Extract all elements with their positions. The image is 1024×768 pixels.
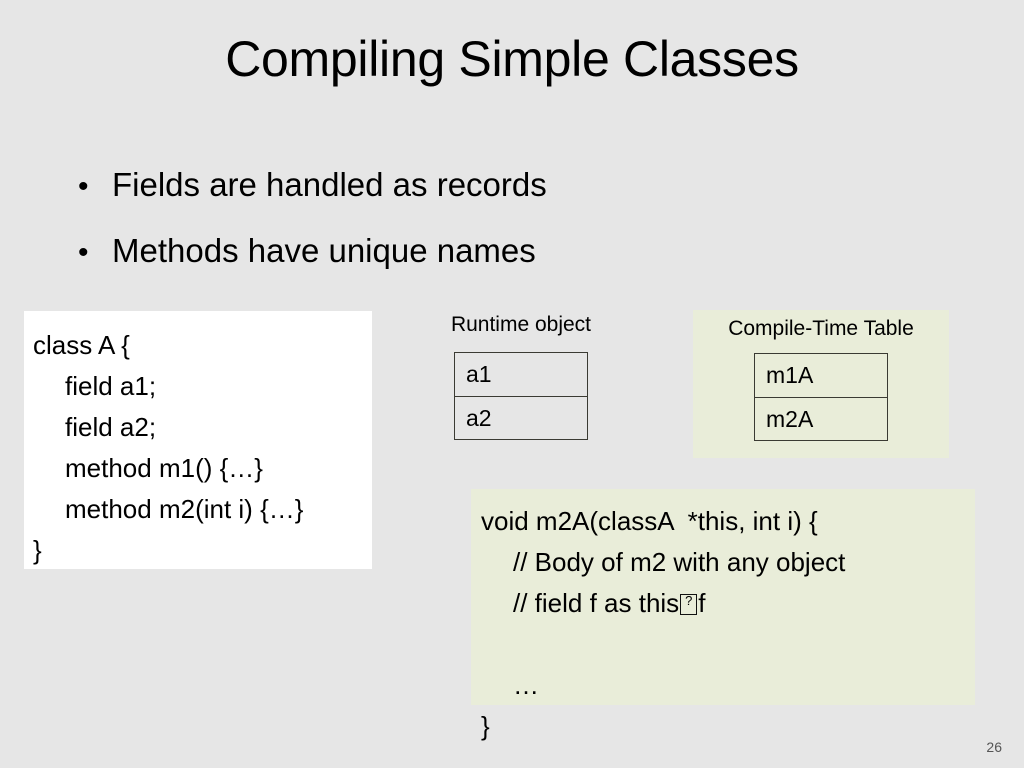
compile-time-table: m1A m2A [754, 353, 888, 441]
code-line-with-missing-glyph: // field f as this f [481, 583, 975, 624]
method-source-panel: void m2A(classA *this, int i) { // Body … [471, 489, 975, 741]
list-item: • Methods have unique names [78, 228, 778, 294]
table-row: m2A [755, 397, 887, 440]
code-line-blank [481, 624, 975, 665]
code-line: field a1; [65, 371, 157, 401]
code-line: // Body of m2 with any object [513, 547, 846, 577]
compile-time-table-panel: Compile-Time Table m1A m2A [693, 310, 949, 458]
bullet-text: Fields are handled as records [112, 166, 547, 203]
code-line: class A { [33, 330, 130, 360]
class-source-code: class A { field a1; field a2; method m1(… [24, 311, 372, 571]
table-row: a2 [455, 396, 587, 439]
code-line: } [481, 711, 490, 741]
list-item: • Fields are handled as records [78, 162, 778, 228]
code-line: void m2A(classA *this, int i) { [481, 506, 818, 536]
page-number: 26 [986, 739, 1002, 755]
missing-glyph-box-icon [680, 591, 698, 615]
code-line: method m1() {…} [65, 453, 263, 483]
bullet-list: • Fields are handled as records • Method… [78, 162, 778, 294]
code-fragment: // field f as this [513, 588, 680, 618]
code-line: field a2; [65, 412, 157, 442]
bullet-dot-icon: • [78, 236, 89, 269]
page-title: Compiling Simple Classes [225, 31, 799, 87]
code-fragment: f [698, 588, 706, 618]
code-line: … [513, 670, 539, 700]
compile-time-table-caption: Compile-Time Table [728, 317, 914, 340]
code-line: } [33, 535, 42, 565]
runtime-object-group: Runtime object a1 a2 [428, 312, 614, 440]
class-source-panel: class A { field a1; field a2; method m1(… [24, 311, 372, 569]
table-row: a1 [466, 361, 492, 387]
runtime-object-caption: Runtime object [450, 313, 592, 336]
table-row: m1A [766, 362, 814, 388]
bullet-text: Methods have unique names [112, 232, 536, 269]
runtime-object-table: a1 a2 [454, 352, 588, 440]
bullet-dot-icon: • [78, 170, 89, 203]
method-source-code: void m2A(classA *this, int i) { // Body … [471, 489, 975, 747]
code-line: method m2(int i) {…} [65, 494, 304, 524]
